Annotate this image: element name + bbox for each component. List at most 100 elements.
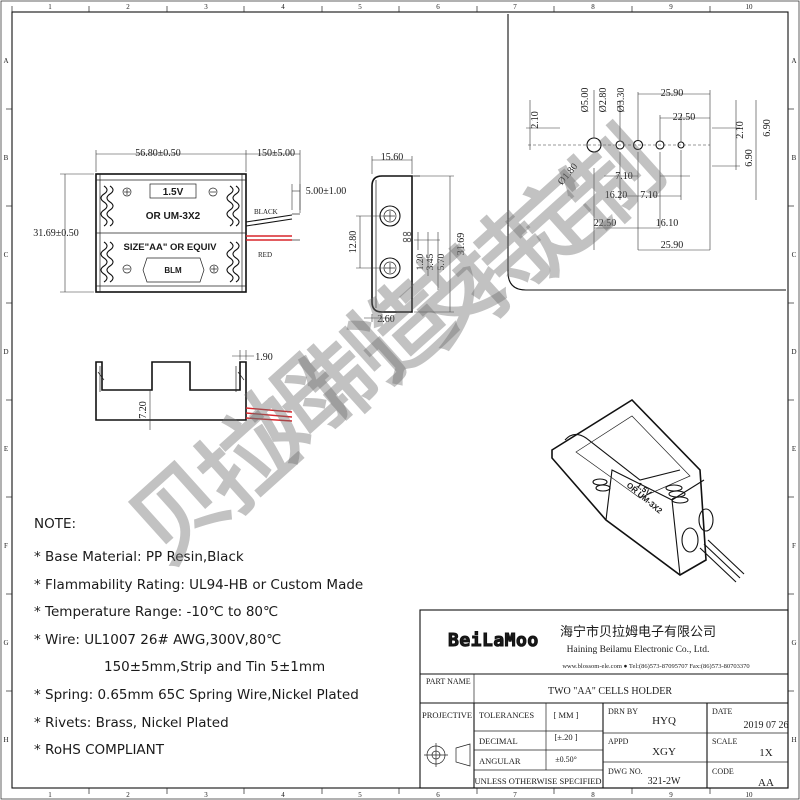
brand-label: BLM (164, 266, 182, 275)
row-label: F (792, 542, 796, 550)
side-view: 1.90 7.20 (95, 350, 293, 430)
unless-label: UNLESS OTHERWISE SPECIFIED (474, 776, 601, 786)
red-wire-label: RED (258, 251, 272, 259)
hole-dia-4: Ø1.80 (556, 161, 580, 187)
company-contact: www.blossom-ele.com ● Tel:(86)573-870957… (562, 663, 749, 670)
tolerances-unit: [ MM ] (553, 710, 578, 720)
col-label: 1 (48, 3, 52, 11)
decimal-label: DECIMAL (479, 736, 518, 746)
row-label: B (4, 154, 9, 162)
hp-mid-16-20: 16.20 (605, 190, 628, 201)
company-name-cn: 海宁市贝拉姆电子有限公司 (560, 624, 716, 639)
hp-bot-16-10: 16.10 (656, 218, 679, 229)
projection-symbol-icon (424, 743, 471, 767)
spring-right-upper (226, 185, 240, 227)
row-label: E (792, 445, 796, 453)
tolerances-label: TOLERANCES (479, 710, 534, 720)
row-label: B (792, 154, 797, 162)
hole-pattern: Ø5.00 Ø2.80 Ø3.30 Ø1.80 25.90 22.50 2.10… (507, 14, 786, 291)
drn-by: HYQ (652, 715, 676, 727)
dim-strip: 5.00±1.00 (306, 186, 347, 197)
end-dim-bottom: 2.60 (377, 314, 395, 325)
col-label: 6 (436, 3, 440, 11)
notes-block: NOTE: * Base Material: PP Resin,Black * … (34, 516, 414, 765)
col-label: 8 (591, 791, 595, 799)
rivet-iso (681, 527, 699, 553)
spring-left-upper (100, 185, 114, 227)
hp-bot-22-50: 22.50 (594, 218, 617, 229)
col-label: 2 (126, 791, 130, 799)
col-label: 9 (669, 3, 673, 11)
code-label: CODE (712, 767, 734, 776)
row-label: G (3, 639, 8, 647)
side-dim-thickness: 1.90 (255, 352, 273, 363)
company-logo: BeiLaMoo (448, 630, 539, 651)
col-label: 3 (204, 791, 208, 799)
size-label: SIZE"AA" OR EQUIV (124, 242, 218, 253)
row-label: F (4, 542, 8, 550)
hole-dia-3: Ø3.30 (616, 88, 627, 113)
company-name-en: Haining Beilamu Electronic Co., Ltd. (567, 645, 710, 655)
col-label: 9 (669, 791, 673, 799)
hp-bot-25-90: 25.90 (661, 240, 684, 251)
appd-label: APPD (608, 737, 629, 746)
end-dim-pitch: 12.80 (348, 231, 359, 254)
row-label: C (4, 251, 9, 259)
iso-wires (699, 539, 745, 583)
angular-label: ANGULAR (479, 756, 521, 766)
title-block: BeiLaMoo 海宁市贝拉姆电子有限公司 Haining Beilamu El… (419, 609, 789, 789)
note-item: * Spring: 0.65mm 65C Spring Wire,Nickel … (34, 686, 359, 703)
hp-mid-7-10b: 7.10 (640, 190, 658, 201)
plus-icon (122, 187, 219, 274)
row-label: D (791, 348, 796, 356)
scale-label: SCALE (712, 737, 737, 746)
end-dim-c: 5.70 (437, 253, 447, 270)
spring-iso (592, 478, 689, 504)
row-label: E (4, 445, 8, 453)
col-label: 10 (746, 791, 754, 799)
hole-dia-2: Ø2.80 (598, 88, 609, 113)
note-item: * Flammability Rating: UL94-HB or Custom… (34, 576, 364, 593)
part-name-label: PART NAME (426, 677, 471, 686)
end-dim-width: 15.60 (381, 152, 404, 163)
end-dim-height: 31.69 (456, 233, 467, 256)
col-label: 8 (591, 3, 595, 11)
voltage-label: 1.5V (163, 187, 184, 198)
row-label: H (3, 736, 8, 744)
scale: 1X (759, 747, 773, 759)
hp-right-2-10: 2.10 (735, 121, 746, 139)
row-label: D (3, 348, 8, 356)
hp-top-25-90: 25.90 (661, 88, 684, 99)
end-dim-b: 3.45 (426, 253, 436, 270)
hp-left-2-10: 2.10 (530, 111, 541, 129)
decimal-value: [±.20 ] (554, 732, 577, 742)
side-dim-height: 7.20 (138, 401, 149, 419)
dim-width: 56.80±0.50 (135, 148, 181, 159)
minus-icon (122, 187, 218, 274)
hole-dia-1: Ø5.00 (580, 88, 591, 113)
note-item: * Wire: UL1007 26# AWG,300V,80℃ (34, 631, 282, 648)
notes-title: NOTE: (34, 516, 77, 532)
row-label: H (791, 736, 796, 744)
dwg-no-label: DWG NO. (608, 767, 643, 776)
appd: XGY (652, 746, 676, 758)
angular-value: ±0.50° (555, 755, 577, 764)
row-label: A (3, 57, 8, 65)
top-view: 1.5V OR UM-3X2 SIZE"AA" OR EQUIV BLM BLA… (33, 148, 347, 293)
col-label: 3 (204, 3, 208, 11)
spring-right-lower (226, 241, 240, 283)
brand-badge (142, 257, 205, 283)
col-label: 6 (436, 791, 440, 799)
dim-wire-length: 150±5.00 (257, 148, 295, 159)
dwg-no: 321-2W (648, 776, 681, 787)
hp-right-6-90b: 6.90 (744, 149, 755, 167)
col-label: 4 (281, 791, 285, 799)
code: AA (758, 777, 774, 789)
row-label: C (792, 251, 797, 259)
spring-left-lower (100, 241, 114, 283)
col-label: 7 (513, 791, 517, 799)
rivet-iso (698, 508, 714, 532)
col-label: 7 (513, 3, 517, 11)
